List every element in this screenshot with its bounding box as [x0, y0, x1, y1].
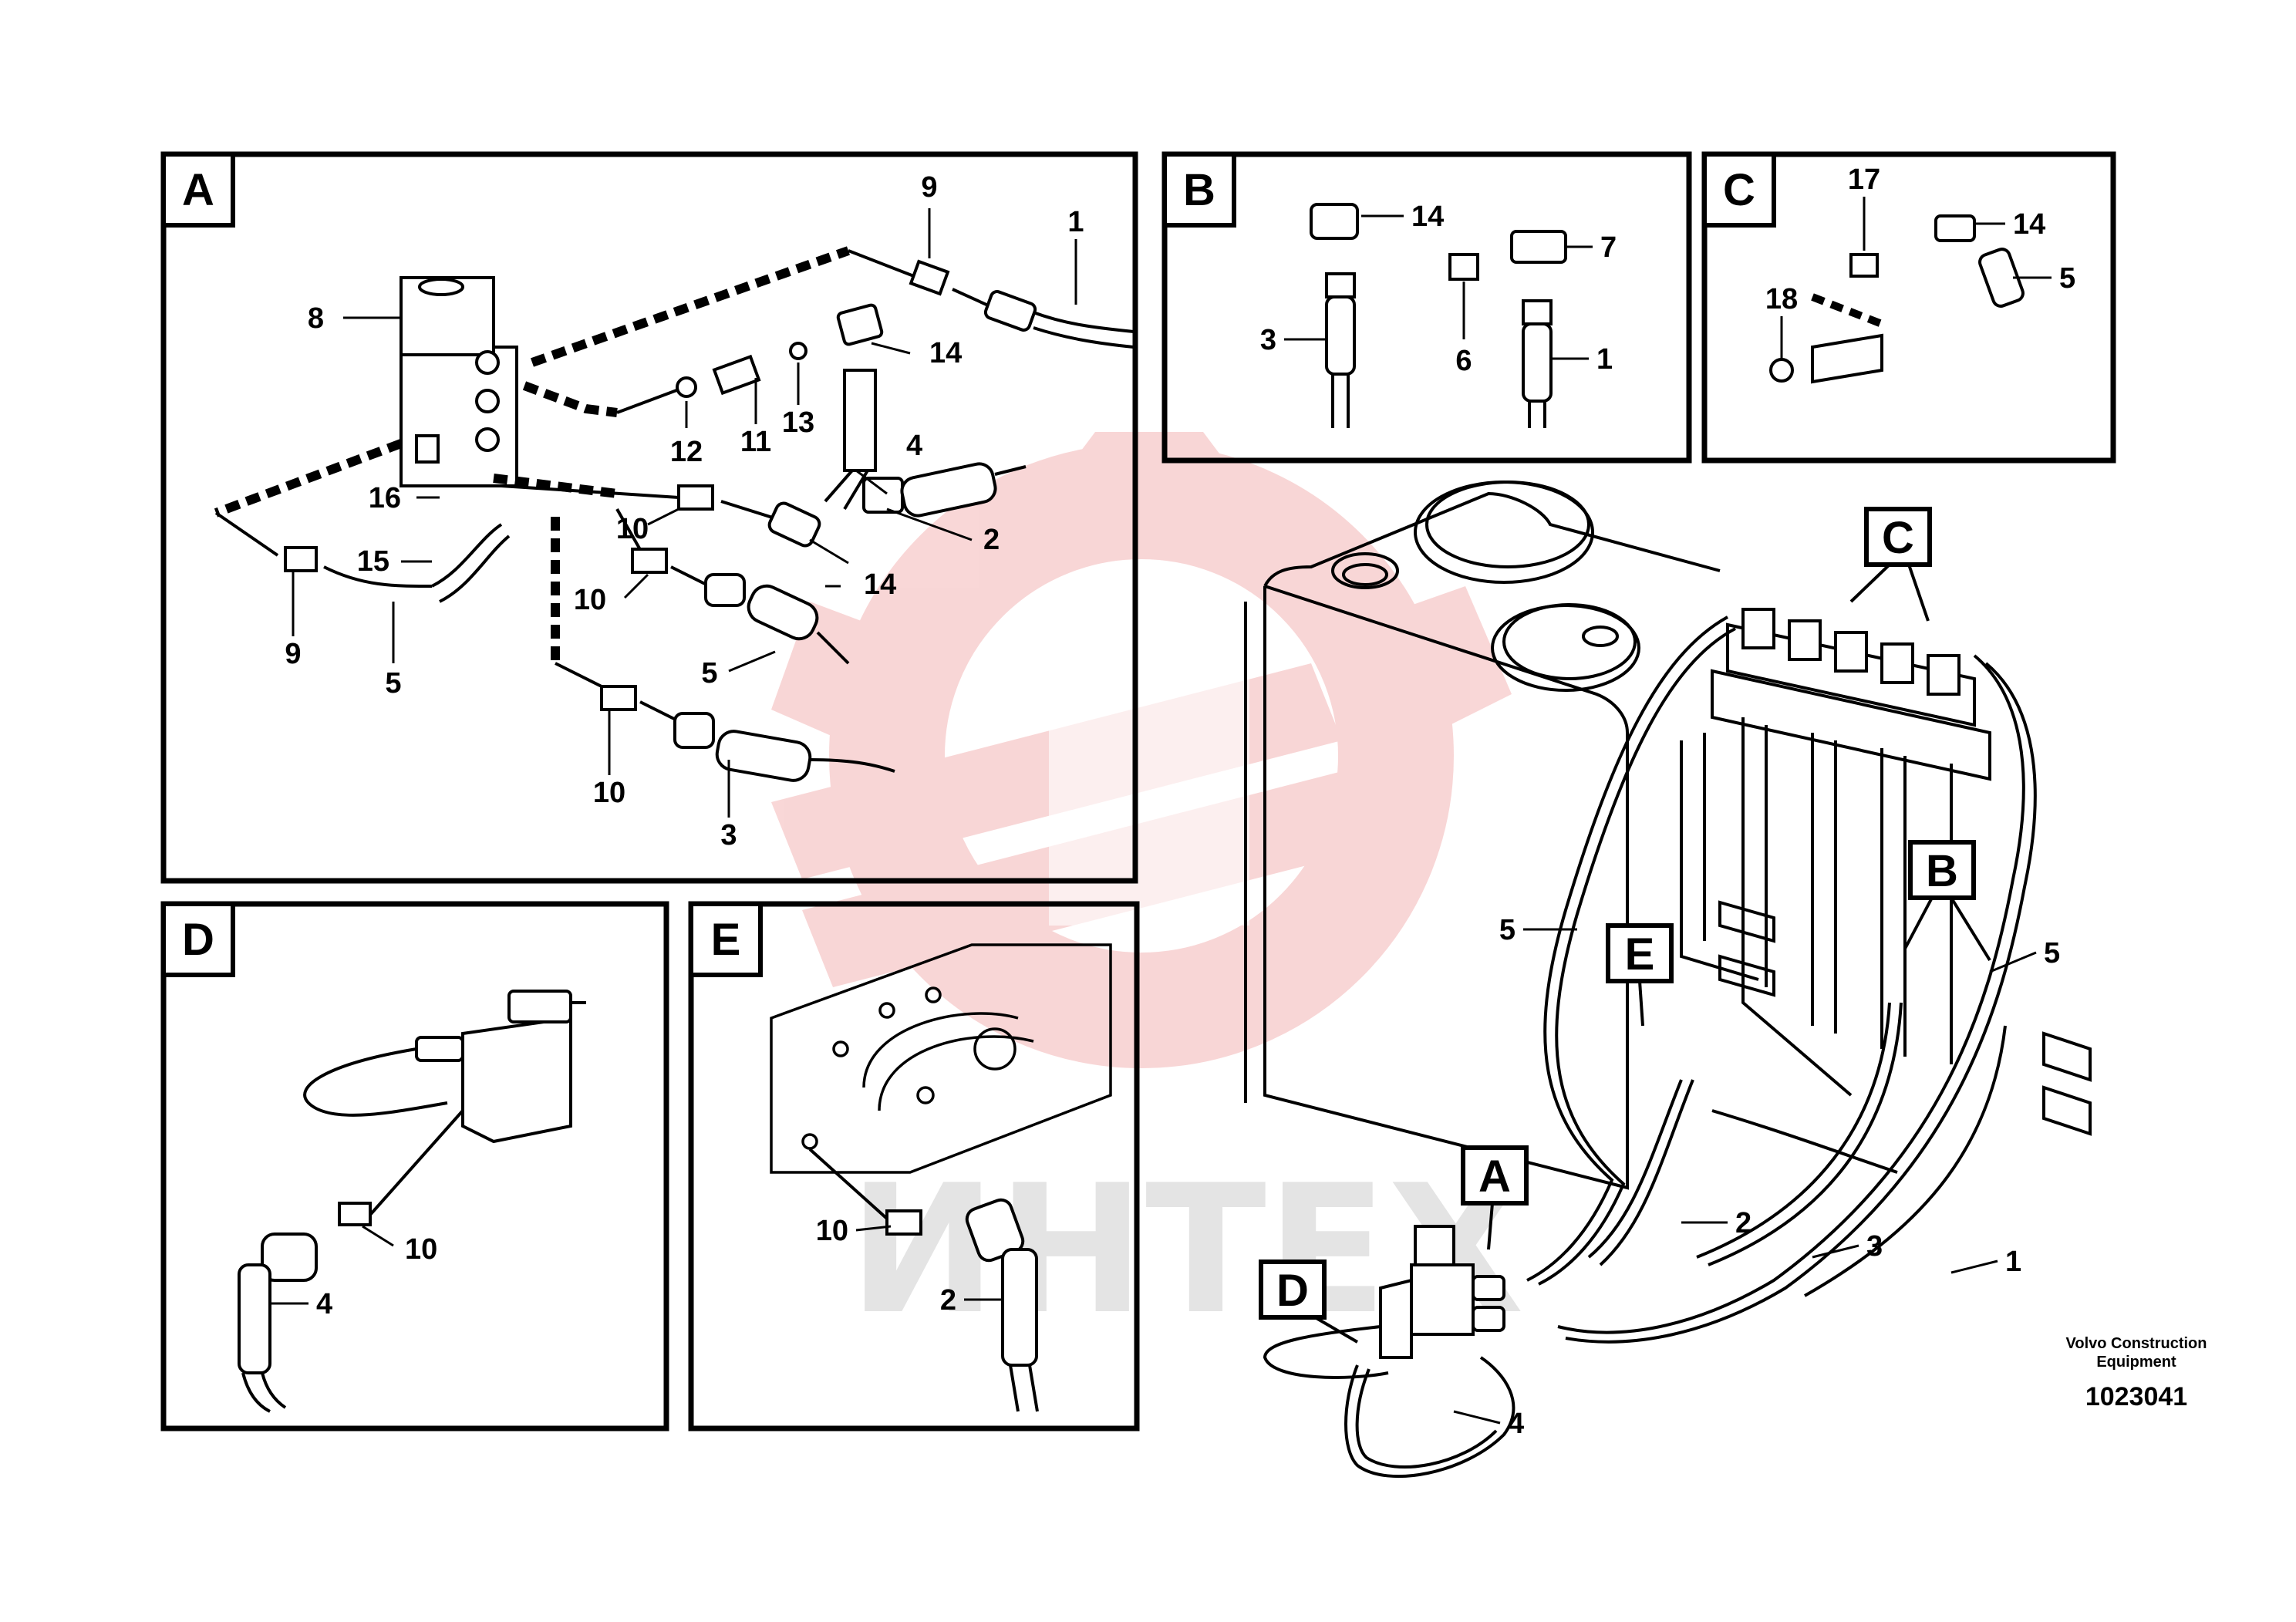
footer: Volvo Construction Equipment 1023041 [2066, 1335, 2207, 1411]
watermark-logo [771, 432, 1512, 1068]
callout-a-12: 12 [670, 436, 703, 468]
callout-a-8: 8 [308, 302, 324, 335]
callout-c-14: 14 [2013, 208, 2045, 241]
valve-block [400, 346, 518, 487]
panel-d-letter: D [182, 915, 214, 965]
svg-text:D: D [1276, 1266, 1309, 1316]
panel-e: E 10 2 [688, 901, 1140, 1431]
maker-line2: Equipment [2096, 1354, 2176, 1371]
callout-a-10-lower: 10 [593, 777, 625, 809]
callout-a-10-middle: 10 [574, 584, 606, 616]
panel-a-letter: A [182, 165, 214, 215]
panel-c: C 17 14 18 5 [1701, 151, 2116, 464]
svg-text:E: E [1625, 929, 1655, 980]
callout-overview-5-left: 5 [1499, 914, 1515, 946]
panel-e-letter: E [711, 915, 741, 965]
callout-c-18: 18 [1765, 283, 1798, 315]
callout-a-14: 14 [929, 337, 962, 369]
reference-dashes [214, 246, 851, 663]
panel-b-letter: B [1183, 165, 1215, 215]
callout-a-9-lower: 9 [285, 638, 301, 670]
solenoid-coil [400, 276, 495, 356]
panel-b: B 14 7 3 6 1 [1161, 151, 1692, 464]
callout-b-14: 14 [1411, 201, 1444, 233]
callout-overview-1: 1 [2005, 1246, 2021, 1278]
callout-d-10: 10 [405, 1233, 437, 1266]
callout-d-4: 4 [316, 1288, 332, 1320]
overview-assembly: C B E A D [1244, 481, 2092, 1479]
overview-marker-d: D [1259, 1259, 1359, 1344]
overview-marker-e: E [1606, 923, 1674, 1027]
svg-text:A: A [1478, 1152, 1511, 1202]
callout-a-11: 11 [740, 426, 771, 458]
callout-overview-4: 4 [1508, 1408, 1524, 1440]
callout-c-5: 5 [2059, 262, 2075, 295]
panel-d: D 10 4 [160, 901, 669, 1431]
callout-a-5-middle: 5 [701, 657, 717, 690]
callout-overview-2: 2 [1735, 1207, 1752, 1239]
callout-overview-3: 3 [1866, 1230, 1883, 1263]
callout-a-10-upper: 10 [616, 513, 649, 545]
callout-e-2: 2 [940, 1284, 956, 1317]
callout-b-7: 7 [1600, 231, 1617, 264]
svg-text:C: C [1882, 513, 1914, 563]
callout-c-17: 17 [1848, 164, 1880, 196]
callout-a-15: 15 [357, 545, 389, 578]
panel-a: A [160, 151, 1138, 884]
callout-a-13: 13 [782, 406, 814, 439]
callout-a-5-left: 5 [385, 667, 401, 700]
overview-marker-b: B [1903, 840, 1991, 962]
callout-overview-5-right: 5 [2044, 937, 2060, 969]
callout-a-14-lower: 14 [864, 568, 896, 601]
callout-a-4: 4 [906, 430, 922, 462]
callout-a-2: 2 [983, 524, 1000, 556]
callout-a-16: 16 [369, 482, 401, 514]
callout-b-3: 3 [1260, 324, 1276, 356]
panel-c-letter: C [1723, 165, 1755, 215]
overview-marker-a: A [1461, 1145, 1529, 1250]
callout-b-1: 1 [1596, 343, 1613, 376]
maker-line1: Volvo Construction [2066, 1335, 2207, 1352]
callout-e-10: 10 [816, 1215, 848, 1247]
svg-text:B: B [1926, 846, 1958, 896]
callout-a-9: 9 [921, 171, 937, 204]
drawing-number: 1023041 [2085, 1382, 2187, 1411]
overview-marker-c: C [1849, 507, 1932, 622]
callout-b-6: 6 [1455, 345, 1472, 377]
callout-a-1: 1 [1067, 206, 1084, 238]
callout-a-3: 3 [720, 819, 737, 851]
